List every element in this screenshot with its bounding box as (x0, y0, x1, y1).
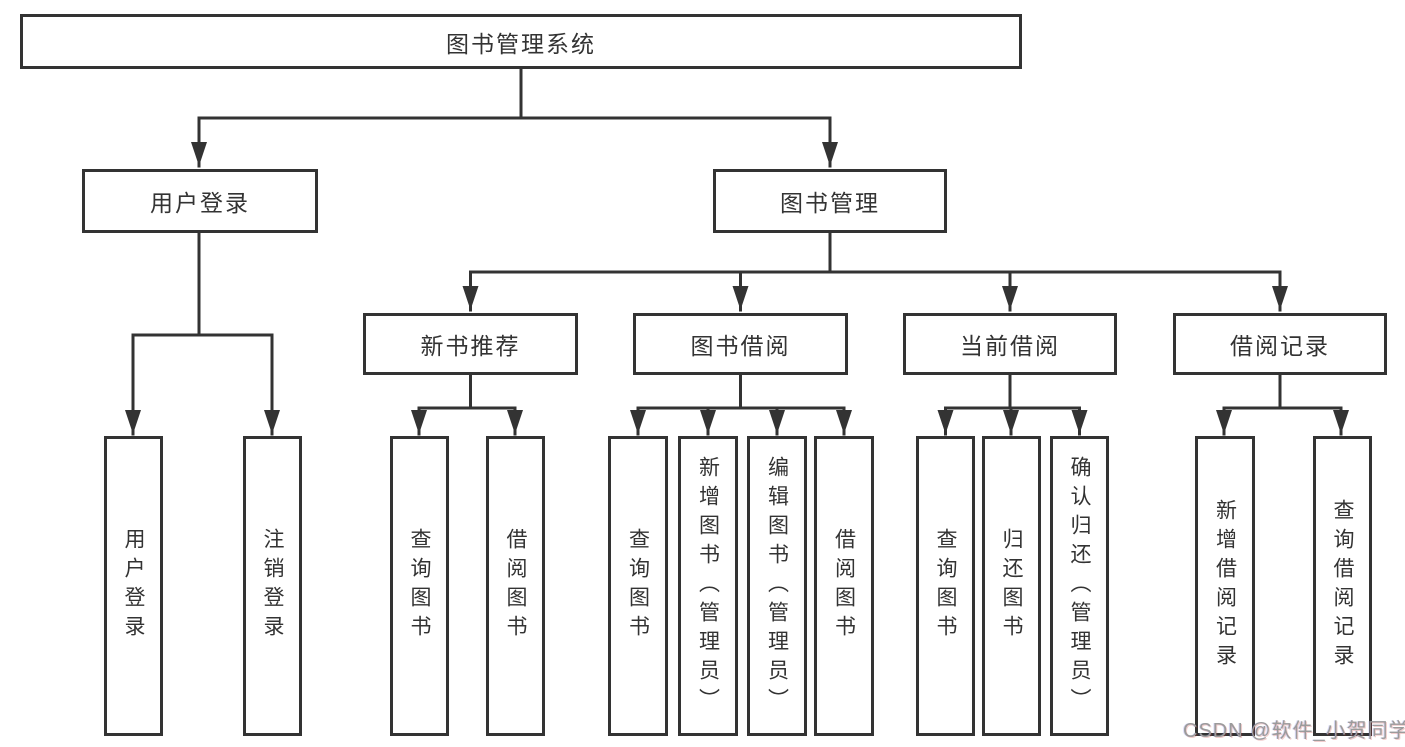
node-label: 新书推荐 (420, 333, 521, 359)
node-user-login: 用户登录 (82, 169, 318, 233)
node-label: 借阅图书 (832, 528, 856, 644)
node-label: 借阅记录 (1230, 333, 1330, 359)
leaf-borrow-books-borrowing: 借阅图书 (814, 436, 874, 736)
node-label: 查询图书 (408, 528, 431, 644)
node-current-borrowing: 当前借阅 (903, 313, 1117, 375)
leaf-borrow-books-recommend: 借阅图书 (486, 436, 545, 736)
leaf-query-borrow-record: 查询借阅记录 (1313, 436, 1372, 736)
leaf-query-books-current: 查询图书 (916, 436, 975, 736)
node-root-library-management-system: 图书管理系统 (20, 14, 1022, 69)
node-label: 用户登录 (150, 190, 250, 216)
node-label: 当前借阅 (960, 333, 1060, 359)
node-label: 查询图书 (626, 528, 650, 644)
node-label: 图书借阅 (690, 333, 791, 359)
leaf-query-books-borrowing: 查询图书 (608, 436, 668, 736)
connector-book-management-to-level3 (462, 231, 1288, 312)
node-label: 图书管理 (780, 190, 880, 216)
node-label: 归还图书 (1000, 528, 1023, 644)
node-new-book-recommendation: 新书推荐 (363, 313, 578, 375)
node-label: 查询借阅记录 (1331, 499, 1354, 673)
node-label: 查询图书 (934, 528, 957, 644)
connector-current-borrowing-to-leaves (937, 373, 1088, 436)
node-label: 借阅图书 (504, 528, 527, 644)
leaf-query-books-recommend: 查询图书 (390, 436, 449, 736)
node-label: 注销登录 (261, 528, 284, 644)
node-borrowing-records: 借阅记录 (1173, 313, 1387, 375)
leaf-return-books: 归还图书 (982, 436, 1041, 736)
leaf-add-borrow-record: 新增借阅记录 (1195, 436, 1255, 736)
connector-borrowing-records-to-leaves (1216, 373, 1349, 436)
leaf-confirm-return-admin: 确认归还（管理员） (1050, 436, 1109, 736)
node-label: 图书管理系统 (446, 30, 596, 57)
node-book-borrowing: 图书借阅 (633, 313, 848, 375)
node-label: 新增图书（管理员） (696, 455, 720, 717)
node-label: 编辑图书（管理员） (765, 455, 789, 717)
node-book-management: 图书管理 (713, 169, 947, 233)
node-label: 新增借阅记录 (1213, 499, 1237, 673)
leaf-logout-login: 注销登录 (243, 436, 302, 736)
leaf-edit-books-admin: 编辑图书（管理员） (747, 436, 807, 736)
leaf-user-login: 用户登录 (104, 436, 163, 736)
csdn-watermark: CSDN @软件_小贺同学 (1183, 720, 1405, 742)
connector-root-to-level2 (191, 66, 838, 168)
connector-book-borrowing-to-leaves (630, 373, 852, 436)
node-label: 用户登录 (122, 528, 145, 644)
connector-new-book-recommendation-to-leaves (411, 373, 523, 436)
leaf-add-books-admin: 新增图书（管理员） (678, 436, 738, 736)
node-label: 确认归还（管理员） (1068, 455, 1091, 717)
connector-user-login-to-leaves (125, 231, 280, 436)
